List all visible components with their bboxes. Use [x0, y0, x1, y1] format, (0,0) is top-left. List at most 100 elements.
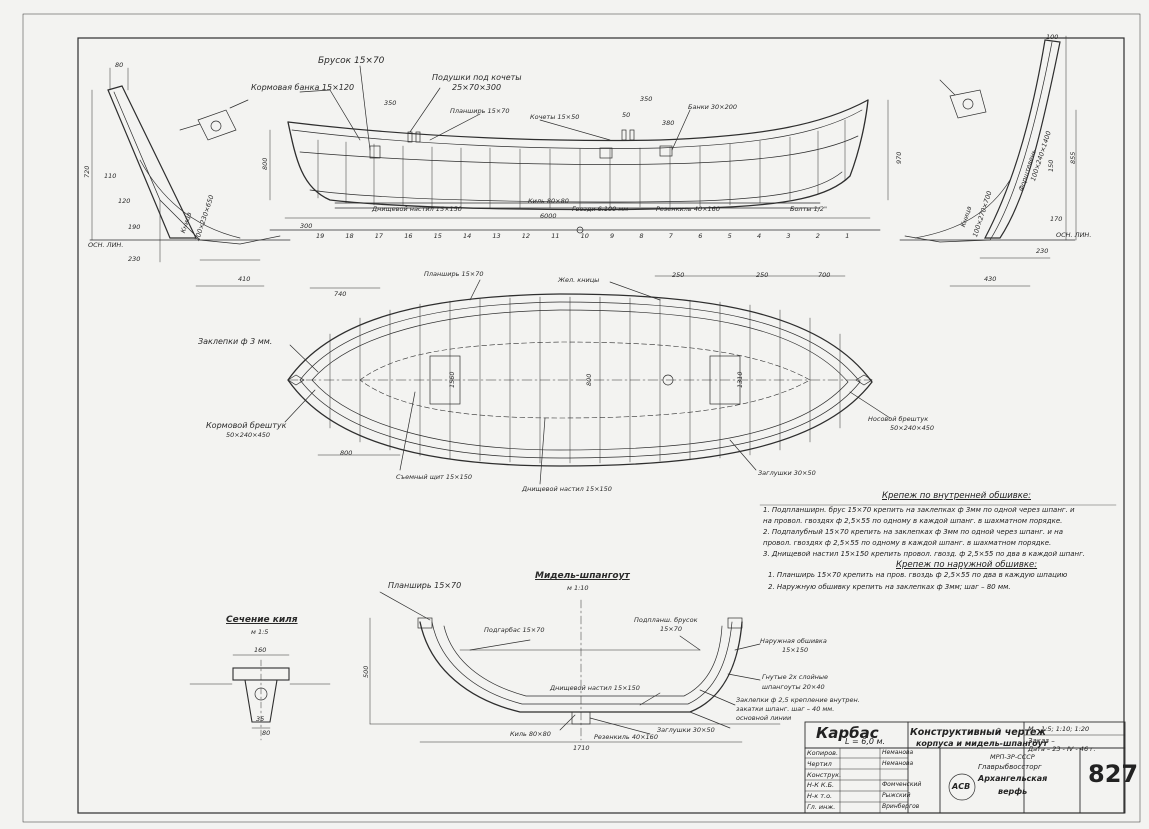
station-number: 13	[492, 232, 501, 240]
note-outer-line: 2. Наружную обшивку крепить на заклепках…	[768, 583, 1011, 591]
note-inner-line: провол. гвоздях ф 2,5×55 по одному в каж…	[763, 539, 1052, 547]
label-zaglushki-plan: Заглушки 30×50	[758, 469, 816, 477]
dim-160: 160	[254, 646, 267, 654]
station-number: 15	[433, 232, 442, 240]
dim-110: 110	[104, 172, 117, 180]
dim-35: 35	[256, 715, 265, 723]
station-number: 14	[463, 232, 472, 240]
keel-scale: м 1:5	[251, 628, 269, 636]
dim-350a: 350	[384, 99, 397, 107]
dim-720: 720	[83, 165, 91, 178]
title-org2: верфь	[998, 787, 1028, 796]
label-kormovoy-breshtuk: Кормовой брештук	[206, 421, 287, 430]
dim-380: 380	[662, 119, 675, 127]
label-planshir-plan: Планширь 15×70	[424, 270, 484, 278]
label-rezenkil-mid: Резенкиль 40×160	[594, 733, 658, 741]
dim-970: 970	[895, 151, 903, 164]
dim-190: 190	[128, 223, 141, 231]
label-kil: Киль 80×80	[528, 197, 569, 205]
label-zaklepki-mid2: закатки шпанг. шаг – 40 мм.	[736, 705, 835, 713]
label-naruzh: Наружная обшивка	[760, 637, 827, 645]
dim-230-bow: 230	[1036, 247, 1049, 255]
title-number: 827	[1088, 760, 1139, 788]
label-podushki-size: 25×70×300	[452, 83, 502, 92]
dim-170: 170	[1050, 215, 1063, 223]
label-baseline-bow: ОСН. ЛИН.	[1056, 231, 1092, 239]
label-gnutye: Гнутые 2х слойные	[762, 673, 829, 681]
outer-border	[22, 13, 1141, 823]
title-role: Копиров.	[807, 749, 839, 757]
title-role: Гл. инж.	[807, 803, 836, 811]
label-dnishevoy-mid: Днищевой настил 15×150	[550, 684, 640, 692]
dim-800-width: 800	[585, 373, 593, 386]
dim-855: 855	[1069, 151, 1077, 164]
dim-800-side: 800	[261, 157, 269, 170]
label-kochety: Кочеты 15×50	[530, 113, 580, 121]
dim-100-bow: 100	[1046, 33, 1059, 41]
dim-700: 700	[818, 271, 831, 279]
note-outer-line: 1. Планширь 15×70 крепить на пров. гвозд…	[768, 571, 1068, 579]
title-date: Дата – 23 - IV - 46 г.	[1028, 745, 1096, 753]
title-order: Заказ –	[1028, 737, 1055, 745]
station-number: 18	[345, 232, 354, 240]
dim-230-stern: 230	[128, 255, 141, 263]
title-role: Конструк.	[807, 770, 842, 779]
label-rezenkil: Резенкиль 40×160	[656, 205, 720, 213]
station-number: 12	[521, 232, 531, 240]
label-kil-mid: Киль 80×80	[510, 730, 551, 738]
title-logo: АСВ	[952, 782, 971, 791]
dim-740: 740	[334, 290, 347, 298]
note-inner-line: на провол. гвоздях ф 2,5×55 по одному в …	[763, 517, 1063, 525]
station-number: 7	[668, 232, 673, 240]
label-planshir-side: Планширь 15×70	[450, 107, 510, 115]
dim-350b: 350	[640, 95, 653, 103]
label-naruzh-size: 15×150	[782, 646, 809, 654]
label-podpl-brusok: Подпланш. брусок	[634, 616, 698, 624]
title-person: Рыжский	[882, 792, 911, 800]
keel-title: Сечение киля	[226, 615, 298, 625]
label-midship-planshir: Планширь 15×70	[388, 581, 462, 590]
label-podgarbas: Подгарбас 15×70	[484, 626, 545, 634]
dim-50: 50	[622, 111, 631, 119]
label-nosovoy-breshtuk: Носовой брештук	[868, 415, 929, 423]
label-zaklepki: Заклепки ф 3 мм.	[198, 337, 273, 346]
label-bolty: Болты 1/2"	[790, 205, 828, 213]
dim-410: 410	[238, 275, 251, 283]
dim-250b: 250	[756, 271, 769, 279]
note-inner-line: 3. Днищевой настил 15×150 крепить провол…	[763, 550, 1085, 558]
label-podushki: Подушки под кочеты	[432, 73, 522, 82]
title-block-lines	[804, 721, 1126, 814]
label-zhelknitsy: Жел. кницы	[558, 276, 600, 284]
label-baseline-stern: ОСН. ЛИН.	[88, 241, 124, 249]
title-person: Неманова	[882, 759, 914, 767]
label-zaglushki-mid: Заглушки 30×50	[657, 726, 715, 734]
title-ministry2: Главрыбвоссторг	[978, 763, 1042, 771]
stern-post	[89, 67, 291, 287]
label-gvozdi: Гвозди 6.100 мм	[572, 205, 629, 213]
notes-outer-title: Крепеж по наружной обшивке:	[896, 560, 1038, 570]
label-semnyi-shchit: Съемный щит 15×150	[396, 473, 473, 481]
station-number: 10	[580, 232, 589, 240]
keel-section-drawing	[189, 654, 331, 741]
title-role: Н-К К.Б.	[807, 781, 835, 790]
label-zaklepki-mid3: основной линии	[736, 714, 792, 722]
dim-150: 150	[1047, 159, 1055, 172]
title-org1: Архангельская	[978, 774, 1048, 783]
title-length: L = 6,0 м.	[845, 737, 886, 746]
station-number: 11	[551, 232, 560, 240]
dim-1310: 1310	[736, 371, 744, 388]
station-number: 6	[698, 232, 703, 240]
dim-500: 500	[362, 665, 370, 678]
title-scale: М – 1:5; 1:10; 1:20	[1028, 725, 1090, 733]
midship-section	[369, 591, 781, 743]
station-number: 16	[404, 232, 413, 240]
station-number: 9	[610, 232, 615, 240]
dim-120: 120	[118, 197, 131, 205]
notes-inner-title: Крепеж по внутренней обшивке:	[882, 491, 1031, 501]
plan-view	[284, 275, 891, 485]
title-ministry1: МРП-ЗР-СССР	[990, 753, 1035, 761]
station-number: 2	[815, 232, 820, 240]
note-inner-line: 1. Подпланширн. брус 15×70 крепить на за…	[763, 506, 1075, 514]
